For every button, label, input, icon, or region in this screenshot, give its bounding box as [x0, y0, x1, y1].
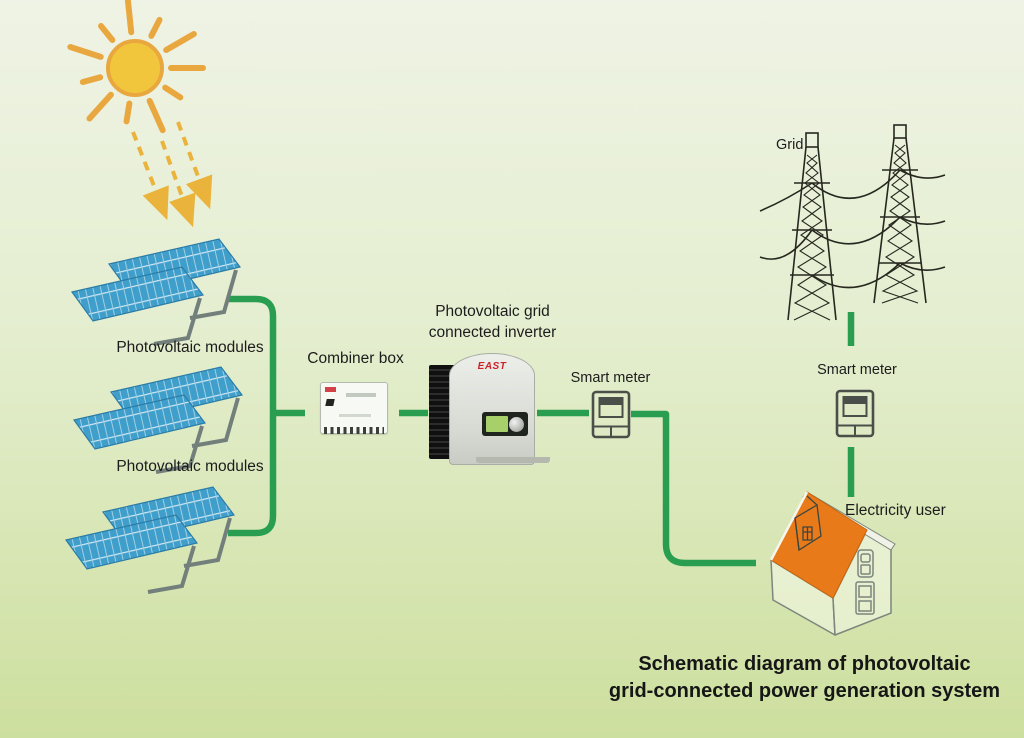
diagram-title-line1: Schematic diagram of photovoltaic	[638, 653, 971, 675]
combiner-terminal-strip	[324, 427, 384, 434]
smart-meter-2-label: Smart meter	[817, 362, 897, 378]
tower-2	[873, 124, 927, 304]
combiner-text-line	[339, 414, 371, 417]
sun-rays	[67, 0, 206, 134]
inverter-device: EAST	[429, 353, 550, 467]
inverter-display-panel	[482, 412, 528, 436]
diagram-title: Schematic diagram of photovoltaic grid-c…	[592, 651, 1017, 705]
inverter-knob	[509, 416, 524, 432]
pv-collector-line	[228, 295, 305, 537]
house-windows	[855, 549, 875, 615]
meter-to-house-line	[631, 410, 756, 567]
tower-1	[787, 132, 837, 321]
combiner-box-device	[320, 382, 388, 434]
pv-array-group-3	[64, 485, 236, 594]
inverter-label: Photovoltaic grid connected inverter	[415, 301, 570, 343]
combiner-box-label: Combiner box	[307, 350, 404, 367]
irradiation-arrows	[131, 121, 213, 228]
inverter-lcd-screen	[486, 416, 508, 432]
house-icon	[769, 491, 896, 636]
pv-modules-label-2: Photovoltaic modules	[116, 458, 264, 475]
pv-modules-label-1: Photovoltaic modules	[116, 339, 264, 356]
chimney-sketch	[794, 495, 822, 552]
diagram-title-line2: grid-connected power generation system	[608, 680, 1001, 702]
sun-icon	[67, 0, 213, 228]
smart-meter-1-label: Smart meter	[570, 370, 651, 386]
grid-label: Grid	[776, 137, 804, 153]
electricity-user-label: Electricity user	[845, 502, 946, 519]
east-logo: EAST	[477, 361, 507, 372]
inverter-body: EAST	[449, 353, 550, 465]
transmission-towers-icon	[759, 124, 946, 321]
smart-meter-2-icon	[835, 389, 875, 438]
inverter-label-line1: Photovoltaic grid	[435, 303, 550, 320]
combiner-mark	[325, 399, 335, 406]
pv-array-group-1	[70, 237, 242, 346]
inverter-label-line2: connected inverter	[428, 324, 557, 341]
combiner-nameplate	[346, 393, 376, 397]
sun-core	[106, 39, 164, 97]
smart-meter-1-icon	[591, 390, 631, 439]
combiner-logo-chip	[325, 387, 336, 392]
inverter-base	[476, 457, 550, 463]
roof-highlight-edge	[769, 491, 809, 561]
